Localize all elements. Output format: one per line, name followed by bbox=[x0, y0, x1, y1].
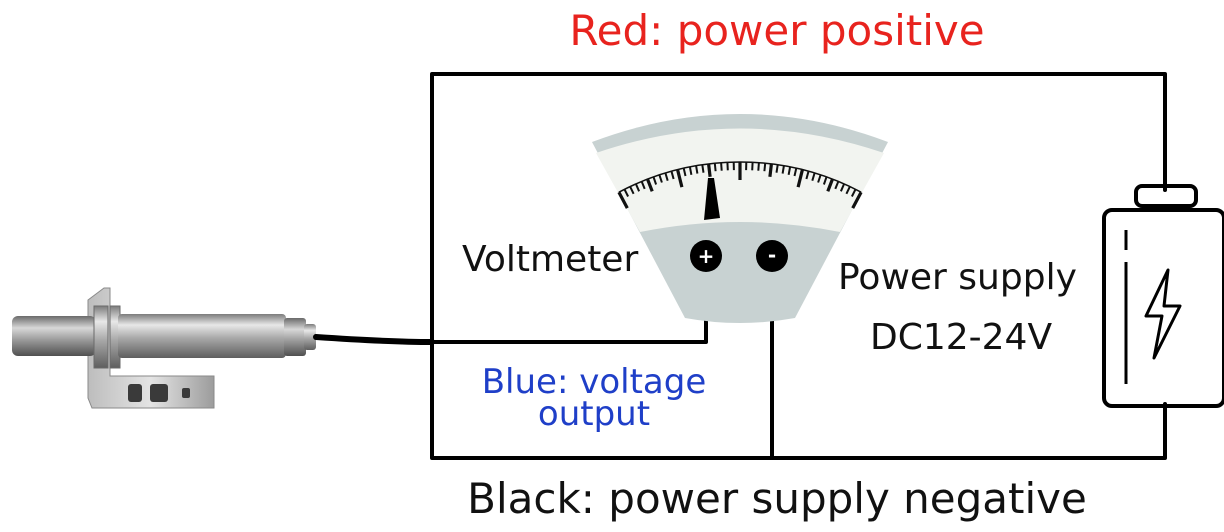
battery-cap bbox=[1134, 184, 1198, 208]
voltmeter-tick bbox=[851, 191, 863, 209]
voltmeter-tick bbox=[629, 186, 635, 195]
red-wire bbox=[430, 72, 1167, 344]
sensor-cable bbox=[313, 334, 435, 345]
terminal-plus bbox=[690, 240, 722, 272]
voltmeter-tick bbox=[617, 191, 629, 209]
voltmeter-tick bbox=[781, 165, 785, 174]
voltmeter-face bbox=[596, 128, 884, 232]
blue-wire-label: Blue: voltage output bbox=[481, 362, 707, 434]
voltmeter-tick bbox=[676, 169, 684, 188]
voltmeter-needle bbox=[704, 178, 720, 220]
voltmeter-tick bbox=[695, 165, 699, 174]
bracket-slot bbox=[150, 384, 168, 402]
cable-gland bbox=[284, 318, 306, 356]
bracket-slot bbox=[182, 388, 190, 398]
voltmeter-tick bbox=[670, 171, 675, 180]
power-supply-label: Power supply bbox=[838, 257, 1077, 298]
voltmeter-tick bbox=[834, 181, 840, 190]
voltmeter-tick bbox=[634, 183, 641, 192]
voltmeter-tick bbox=[720, 162, 723, 171]
voltmeter-tick bbox=[701, 164, 705, 173]
blue-wire bbox=[430, 274, 708, 344]
bracket-slot bbox=[128, 384, 142, 402]
power-supply-voltage-label: DC12-24V bbox=[870, 317, 1053, 358]
voltmeter-tick bbox=[775, 164, 779, 173]
voltmeter-tick bbox=[826, 178, 834, 192]
voltmeter-tick bbox=[787, 166, 792, 175]
terminal-minus bbox=[756, 240, 788, 272]
voltmeter-tick bbox=[640, 181, 646, 190]
voltmeter: + - bbox=[592, 114, 888, 323]
sensor-threaded-tip bbox=[12, 316, 96, 356]
red-wire-label: Red: power positive bbox=[569, 6, 985, 55]
voltmeter-tick bbox=[796, 169, 804, 188]
sensor-barrel bbox=[118, 314, 286, 358]
voltmeter-tick bbox=[658, 174, 663, 183]
terminal-plus-label: + bbox=[698, 244, 715, 268]
voltmeter-tick bbox=[652, 176, 658, 185]
sensor bbox=[12, 287, 316, 409]
black-wire bbox=[430, 340, 1167, 460]
voltmeter-label: Voltmeter bbox=[462, 239, 639, 280]
voltmeter-tick bbox=[757, 162, 760, 171]
voltmeter-tick bbox=[822, 176, 828, 185]
voltmeter-tick bbox=[713, 163, 717, 172]
voltmeter-tick bbox=[664, 172, 669, 181]
mounting-bracket bbox=[87, 287, 215, 409]
voltmeter-tick bbox=[763, 163, 767, 172]
voltmeter-tick bbox=[623, 188, 629, 197]
voltmeter-tick bbox=[688, 166, 693, 175]
voltmeter-scale bbox=[617, 161, 863, 209]
terminal-minus-label: - bbox=[768, 243, 776, 267]
voltmeter-tick bbox=[839, 183, 846, 192]
voltmeter-tick bbox=[811, 172, 816, 181]
voltmeter-tick bbox=[793, 167, 798, 177]
voltmeter-tick bbox=[805, 171, 810, 180]
black-wire-label: Black: power supply negative bbox=[467, 474, 1087, 523]
lightning-icon bbox=[1144, 268, 1182, 360]
voltmeter-tick bbox=[768, 163, 773, 177]
voltmeter-tick bbox=[851, 188, 857, 197]
voltmeter-tick bbox=[707, 163, 712, 177]
power-supply bbox=[1102, 184, 1224, 408]
sensor-nut bbox=[93, 305, 109, 369]
voltmeter-scale-arc bbox=[618, 161, 862, 193]
battery-body bbox=[1102, 208, 1224, 408]
voltmeter-tick bbox=[817, 174, 822, 183]
cable-gland-nut bbox=[304, 324, 316, 350]
voltmeter-tick bbox=[682, 167, 687, 177]
voltmeter-tick bbox=[845, 186, 851, 195]
voltmeter-tick bbox=[646, 178, 654, 192]
